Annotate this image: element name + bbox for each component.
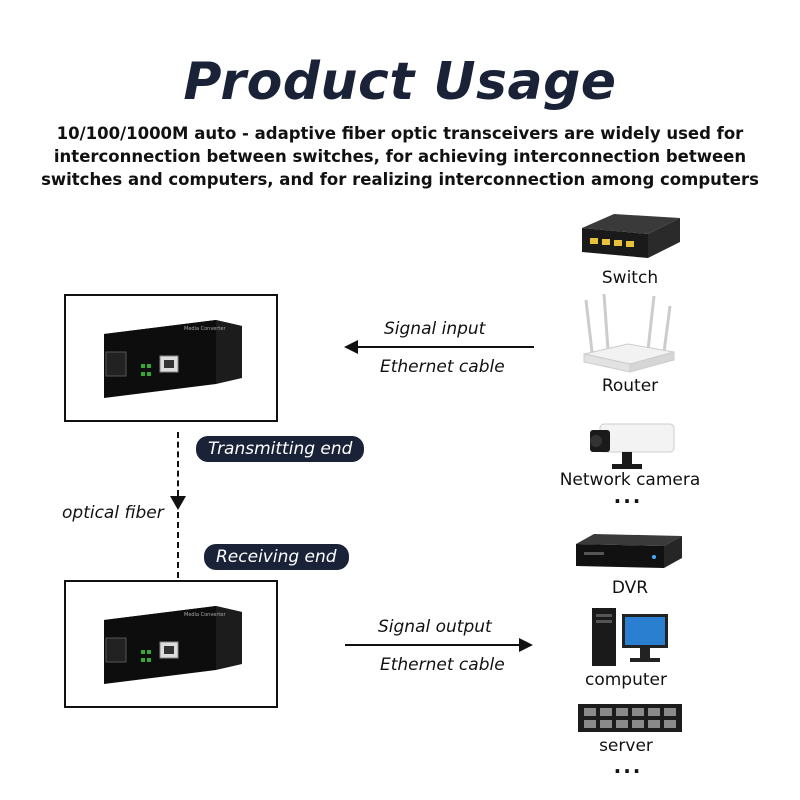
transmitting-end-badge: Transmitting end [196,436,365,462]
device-label-dvr: DVR [611,578,649,598]
device-label-network-camera: Network camera [559,470,701,490]
fiber-line-upper [177,432,179,496]
signal-input-label: Signal input [384,319,486,339]
transceiver-icon: Media Converter [104,320,242,398]
device-label-switch: Switch [601,268,659,288]
subtitle-line: 10/100/1000M auto - adaptive fiber optic… [56,124,744,143]
subtitle: 10/100/1000M auto - adaptive fiber optic… [40,122,760,191]
signal-output-label: Signal output [378,617,492,637]
server-icon [578,704,682,732]
optical-fiber-label: optical fiber [62,503,164,523]
subtitle-line: interconnection between switches, for ac… [53,147,747,166]
page-title: Product Usage [183,52,617,112]
fiber-arrowhead [170,496,186,510]
device-label-computer: computer [585,670,667,690]
device-label-router: Router [601,376,659,396]
input-arrow-line [356,346,534,348]
output-arrowhead [519,638,533,652]
output-cable-label: Ethernet cable [380,655,505,675]
subtitle-line: switches and computers, and for realizin… [41,170,759,189]
computer-icon [592,608,668,666]
camera-icon [590,423,675,469]
receiving-end-badge: Receiving end [204,544,349,570]
transceiver-brand: Media Converter [184,326,226,332]
input-arrowhead [344,340,358,354]
transmitting-transceiver-box: Media Converter [64,294,278,422]
transceiver-icon: Media Converter [104,606,242,684]
output-devices-ellipsis: ... [613,754,643,778]
fiber-line-lower [177,512,179,578]
transceiver-brand: Media Converter [184,612,226,618]
output-arrow-line [345,644,521,646]
router-icon [583,293,675,373]
switch-icon [582,214,680,258]
receiving-transceiver-box: Media Converter [64,580,278,708]
input-cable-label: Ethernet cable [380,357,505,377]
dvr-icon [576,534,682,568]
input-devices-ellipsis: ... [613,484,643,508]
device-label-server: server [599,736,653,756]
